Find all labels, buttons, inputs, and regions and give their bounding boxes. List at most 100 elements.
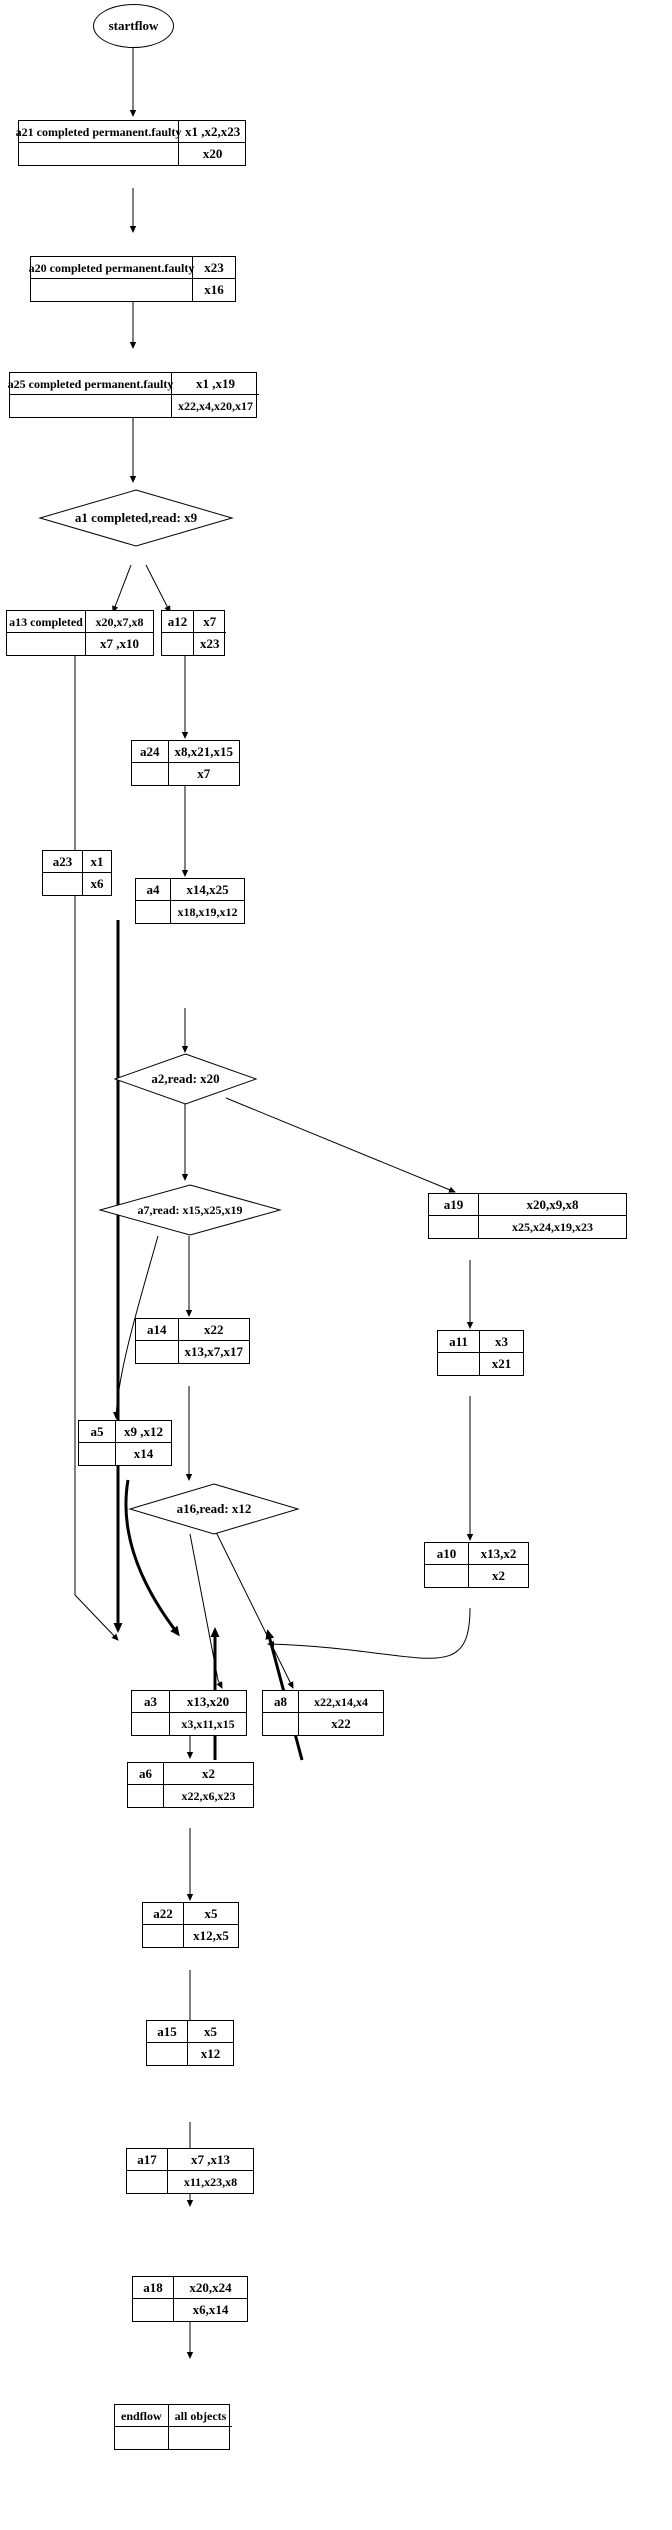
node-a12-left-empty <box>162 633 193 655</box>
node-a2[interactable]: a2,read: x20 <box>113 1053 258 1105</box>
node-a12-left: a12 <box>162 611 194 655</box>
node-a6-bottom-right: x22,x6,x23 <box>181 1789 236 1803</box>
node-a21-left-empty <box>19 143 178 165</box>
node-a23-left-empty <box>43 873 82 895</box>
node-a1[interactable]: a1 completed,read: x9 <box>38 489 234 547</box>
node-a24-bottom-right: x7 <box>197 766 211 781</box>
node-a14-right: x22 x13,x7,x17 <box>178 1319 249 1363</box>
node-a22[interactable]: a22 x5 x12,x5 <box>142 1902 239 1948</box>
node-a12-right: x7 x23 <box>194 611 226 655</box>
node-a11-left-empty <box>438 1353 479 1375</box>
node-a10[interactable]: a10 x13,x2 x2 <box>424 1542 529 1588</box>
node-a22-right: x5 x12,x5 <box>184 1903 238 1947</box>
node-a4-bottom-right: x18,x19,x12 <box>177 905 238 919</box>
node-a12-top-right: x7 <box>194 611 226 633</box>
node-a25-bottom-right: x22,x4,x20,x17 <box>178 399 253 413</box>
node-a8-bottom-right: x22 <box>331 1716 351 1731</box>
node-endflow[interactable]: endflow all objects <box>114 2404 233 2450</box>
node-a15-name: a15 <box>147 2021 187 2043</box>
node-a3[interactable]: a3 x13,x20 x3,x11,x15 <box>131 1690 247 1736</box>
node-a21-right: x1 ,x2,x23 x20 <box>179 121 247 165</box>
node-a17[interactable]: a17 x7 ,x13 x11,x23,x8 <box>126 2148 254 2194</box>
node-a19-name: a19 <box>429 1194 478 1216</box>
node-a11-right: x3 x21 <box>480 1331 523 1375</box>
node-a10-top-right: x13,x2 <box>469 1543 528 1565</box>
node-a3-bottom-right: x3,x11,x15 <box>181 1717 235 1731</box>
node-a13-left: a13 completed <box>7 611 86 655</box>
node-a8-left-empty <box>263 1713 298 1735</box>
node-a14[interactable]: a14 x22 x13,x7,x17 <box>135 1318 250 1364</box>
node-a15[interactable]: a15 x5 x12 <box>146 2020 234 2066</box>
node-a24-left: a24 <box>132 741 169 785</box>
node-a24[interactable]: a24 x8,x21,x15 x7 <box>131 740 240 786</box>
node-a21-name: a21 completed permanent.faulty <box>16 121 181 143</box>
node-a18-left: a18 <box>133 2277 174 2321</box>
node-a18-name: a18 <box>133 2277 173 2299</box>
node-a3-left-empty <box>132 1713 169 1735</box>
node-a25-left-empty <box>10 395 171 417</box>
node-a14-top-right: x22 <box>178 1319 249 1341</box>
node-a3-right: x13,x20 x3,x11,x15 <box>170 1691 246 1735</box>
node-a5[interactable]: a5 x9 ,x12 x14 <box>78 1420 172 1466</box>
node-a16[interactable]: a16,read: x12 <box>128 1483 300 1535</box>
node-a8-top-right: x22,x14,x4 <box>299 1691 383 1713</box>
node-a17-left-empty <box>127 2171 167 2193</box>
node-a12-bottom-right: x23 <box>200 636 220 651</box>
node-a21[interactable]: a21 completed permanent.faulty x1 ,x2,x2… <box>16 120 247 166</box>
node-a23-left: a23 <box>43 851 83 895</box>
node-a24-top-right: x8,x21,x15 <box>168 741 239 763</box>
node-a13-bottom-right: x7 ,x10 <box>100 636 139 651</box>
node-a19[interactable]: a19 x20,x9,x8 x25,x24,x19,x23 <box>428 1193 627 1239</box>
node-a4-top-right: x14,x25 <box>171 879 244 901</box>
node-a17-right: x7 ,x13 x11,x23,x8 <box>168 2149 253 2193</box>
node-a23-name: a23 <box>43 851 82 873</box>
node-a18[interactable]: a18 x20,x24 x6,x14 <box>132 2276 248 2322</box>
node-a18-top-right: x20,x24 <box>174 2277 247 2299</box>
node-a19-top-right: x20,x9,x8 <box>479 1194 626 1216</box>
node-a14-name: a14 <box>136 1319 178 1341</box>
node-a11-top-right: x3 <box>480 1331 523 1353</box>
node-a4-name: a4 <box>136 879 170 901</box>
node-a16-shape <box>128 1483 300 1535</box>
node-a18-bottom-right: x6,x14 <box>192 2302 229 2317</box>
node-a10-name: a10 <box>425 1543 468 1565</box>
node-a8-left: a8 <box>263 1691 299 1735</box>
node-a25[interactable]: a25 completed permanent.faulty x1 ,x19 x… <box>8 372 259 418</box>
node-a6[interactable]: a6 x2 x22,x6,x23 <box>127 1762 254 1808</box>
node-a15-left: a15 <box>147 2021 188 2065</box>
node-a4[interactable]: a4 x14,x25 x18,x19,x12 <box>135 878 245 924</box>
node-a10-bottom-right: x2 <box>492 1568 505 1583</box>
node-a18-left-empty <box>133 2299 173 2321</box>
node-a13[interactable]: a13 completed x20,x7,x8 x7 ,x10 <box>6 610 154 656</box>
node-a2-shape <box>113 1053 258 1105</box>
node-a14-left: a14 <box>136 1319 179 1363</box>
node-a11[interactable]: a11 x3 x21 <box>437 1330 524 1376</box>
node-a11-left: a11 <box>438 1331 480 1375</box>
node-a20-bottom-right: x16 <box>204 282 224 297</box>
node-startflow[interactable]: startflow <box>93 4 174 48</box>
node-a20-name: a20 completed permanent.faulty <box>29 257 194 279</box>
node-a19-bottom-right: x25,x24,x19,x23 <box>512 1220 593 1234</box>
node-a13-left-empty <box>7 633 85 655</box>
node-a8-right: x22,x14,x4 x22 <box>299 1691 383 1735</box>
node-a8-name: a8 <box>263 1691 298 1713</box>
node-a10-left-empty <box>425 1565 468 1587</box>
node-a14-bottom-right: x13,x7,x17 <box>184 1344 244 1359</box>
node-a15-left-empty <box>147 2043 187 2065</box>
node-a24-name: a24 <box>132 741 168 763</box>
node-a10-right: x13,x2 x2 <box>469 1543 528 1587</box>
node-a8[interactable]: a8 x22,x14,x4 x22 <box>262 1690 384 1736</box>
node-a23[interactable]: a23 x1 x6 <box>42 850 112 896</box>
node-a22-name: a22 <box>143 1903 183 1925</box>
node-a25-name: a25 completed permanent.faulty <box>8 373 173 395</box>
node-a12[interactable]: a12 x7 x23 <box>161 610 226 656</box>
node-a3-top-right: x13,x20 <box>170 1691 246 1713</box>
node-a22-left-empty <box>143 1925 183 1947</box>
node-a7[interactable]: a7,read: x15,x25,x19 <box>98 1184 282 1236</box>
node-a7-label: a7,read: x15,x25,x19 <box>137 1202 243 1217</box>
node-a20[interactable]: a20 completed permanent.faulty x23 x16 <box>29 256 236 302</box>
node-a20-top-right: x23 <box>193 257 235 279</box>
node-a3-name: a3 <box>132 1691 169 1713</box>
node-endflow-bottom-right <box>169 2427 233 2449</box>
node-a17-left: a17 <box>127 2149 168 2193</box>
